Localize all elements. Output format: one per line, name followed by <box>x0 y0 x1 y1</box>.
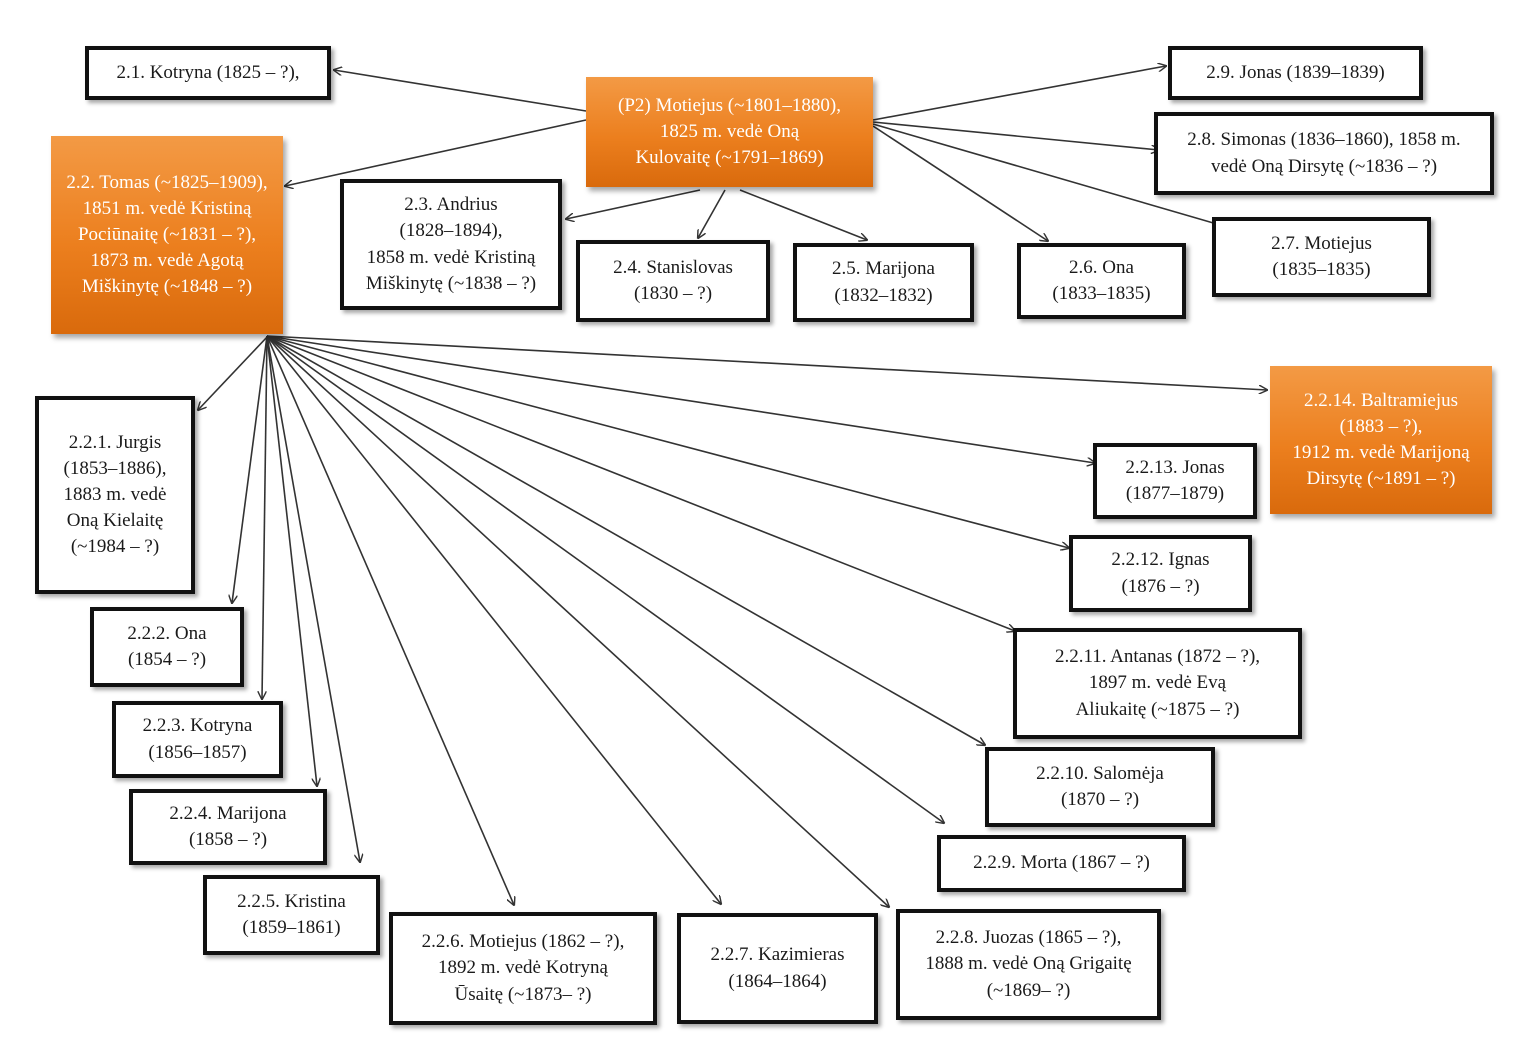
node-2-4-stanislovas: 2.4. Stanislovas(1830 – ?) <box>576 240 770 322</box>
node-2-1-kotryna: 2.1. Kotryna (1825 – ?), <box>85 46 331 100</box>
arrow-2-2-to-2-2-2 <box>232 335 268 603</box>
node-2-2-5-kristina: 2.2.5. Kristina(1859–1861) <box>203 875 380 955</box>
node-2-2-2-ona: 2.2.2. Ona(1854 – ?) <box>90 607 244 687</box>
node-2-9-jonas: 2.9. Jonas (1839–1839) <box>1168 46 1423 100</box>
arrow-2-2-to-2-2-9 <box>266 335 944 823</box>
node-2-2-7-kazimieras: 2.2.7. Kazimieras(1864–1864) <box>677 913 878 1024</box>
arrow-p2-to-2-9 <box>872 66 1166 121</box>
node-2-2-12-ignas: 2.2.12. Ignas(1876 – ?) <box>1069 535 1252 612</box>
arrow-p2-to-2-2 <box>285 119 587 186</box>
arrow-2-2-to-2-2-14 <box>266 335 1267 390</box>
arrow-2-2-to-2-2-11 <box>266 335 1015 631</box>
node-2-8-simonas: 2.8. Simonas (1836–1860), 1858 m.vedė On… <box>1154 112 1494 195</box>
node-2-2-3-kotryna: 2.2.3. Kotryna(1856–1857) <box>112 701 283 778</box>
arrow-p2-to-2-3 <box>566 189 701 219</box>
arrow-2-2-to-2-2-5 <box>266 335 360 862</box>
arrow-p2-to-2-6 <box>872 125 1048 241</box>
arrow-p2-to-2-4 <box>698 189 726 238</box>
node-2-2-10-salomeja: 2.2.10. Salomėja(1870 – ?) <box>985 747 1215 827</box>
arrow-2-2-to-2-2-13 <box>266 335 1095 463</box>
arrow-2-2-to-2-2-7 <box>266 335 721 904</box>
node-2-2-tomas: 2.2. Tomas (~1825–1909),1851 m. vedė Kri… <box>51 136 283 334</box>
arrow-p2-to-2-1 <box>334 70 587 112</box>
node-2-6-ona: 2.6. Ona(1833–1835) <box>1017 243 1186 319</box>
arrow-2-2-to-2-2-10 <box>266 335 985 745</box>
node-2-2-6-motiejus: 2.2.6. Motiejus (1862 – ?),1892 m. vedė … <box>389 912 657 1025</box>
arrow-p2-to-2-8 <box>872 121 1159 150</box>
arrow-2-2-to-2-2-12 <box>266 335 1069 548</box>
arrow-2-2-to-2-2-1 <box>198 335 269 410</box>
node-2-3-andrius: 2.3. Andrius(1828–1894),1858 m. vedė Kri… <box>340 179 562 310</box>
node-2-2-11-antanas: 2.2.11. Antanas (1872 – ?),1897 m. vedė … <box>1013 628 1302 739</box>
arrow-2-2-to-2-2-4 <box>266 335 317 786</box>
node-p2-motiejus: (P2) Motiejus (~1801–1880),1825 m. vedė … <box>586 77 873 187</box>
node-2-5-marijona: 2.5. Marijona(1832–1832) <box>793 243 974 322</box>
node-2-2-14-baltramiejus: 2.2.14. Baltramiejus(1883 – ?),1912 m. v… <box>1270 366 1492 514</box>
arrow-2-2-to-2-2-6 <box>266 335 514 905</box>
arrow-2-2-to-2-2-3 <box>262 335 268 699</box>
arrow-p2-to-2-7 <box>872 123 1234 229</box>
node-2-7-motiejus: 2.7. Motiejus(1835–1835) <box>1212 217 1431 297</box>
node-2-2-9-morta: 2.2.9. Morta (1867 – ?) <box>937 835 1186 892</box>
node-2-2-13-jonas: 2.2.13. Jonas(1877–1879) <box>1093 443 1257 519</box>
arrow-p2-to-2-5 <box>739 189 867 240</box>
arrow-2-2-to-2-2-8 <box>266 335 889 907</box>
node-2-2-4-marijona: 2.2.4. Marijona(1858 – ?) <box>129 789 327 865</box>
node-2-2-8-juozas: 2.2.8. Juozas (1865 – ?),1888 m. vedė On… <box>896 909 1161 1020</box>
